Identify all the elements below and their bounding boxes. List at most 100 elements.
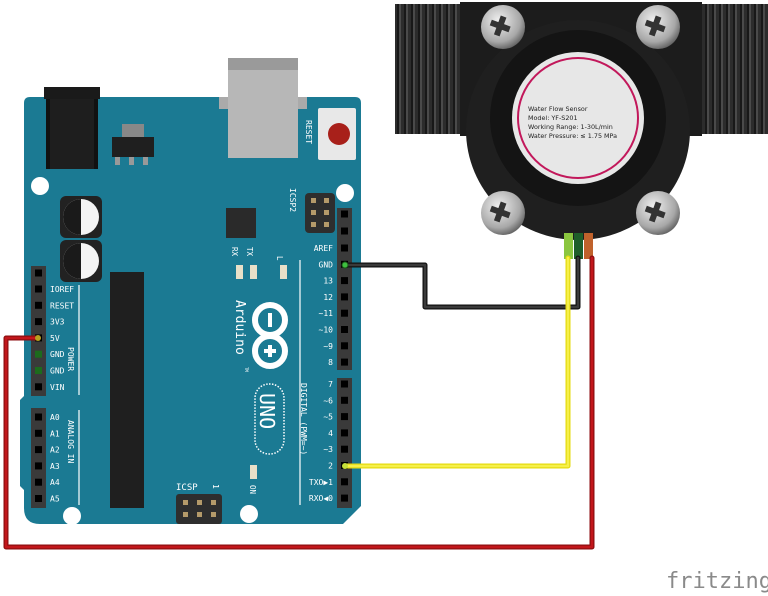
header-pin[interactable]	[35, 478, 42, 486]
arduino-board: RESET ICSP2 RX TX L ON	[20, 58, 361, 525]
pin-label: A4	[50, 478, 60, 487]
screw-icon	[481, 5, 525, 49]
5v-connection-dot	[35, 335, 41, 341]
header-pin[interactable]	[341, 244, 348, 252]
header-pin[interactable]	[35, 495, 42, 502]
pin-label: RESET	[50, 301, 74, 310]
pin-label: ~5	[323, 413, 333, 422]
sensor-lead-signal	[564, 233, 573, 259]
header-pin[interactable]	[35, 285, 42, 293]
header-pin[interactable]	[35, 350, 42, 358]
rx-label: RX	[230, 247, 239, 257]
pin-label: GND	[319, 260, 334, 269]
digital-header-low	[337, 378, 352, 508]
pin-label: AREF	[314, 244, 333, 253]
digital-group-label: DIGITAL (PWM=~)	[299, 383, 308, 455]
header-pin[interactable]	[341, 478, 348, 486]
header-pin[interactable]	[35, 318, 42, 326]
pin-label: A1	[50, 429, 60, 438]
header-pin[interactable]	[35, 383, 42, 391]
header-pin[interactable]	[341, 210, 348, 218]
pin-label: IOREF	[50, 285, 74, 294]
usb-connector	[219, 58, 307, 158]
sensor-text-pressure: Water Pressure: ≤ 1.75 MPa	[528, 132, 617, 140]
header-pin[interactable]	[35, 462, 42, 470]
analog-group-label: ANALOG IN	[66, 420, 75, 464]
pipe-thread-left	[395, 4, 465, 134]
gnd-connection-dot	[341, 261, 349, 269]
header-pin[interactable]	[35, 367, 42, 374]
model-name: UNO	[255, 393, 279, 429]
pin-label: GND	[50, 350, 65, 359]
on-label: ON	[248, 485, 257, 494]
header-pin[interactable]	[341, 309, 348, 317]
icsp2-label: ICSP2	[288, 188, 297, 212]
arduino-logo-icon	[252, 302, 288, 369]
brand-name: Arduino	[232, 300, 247, 355]
mounting-hole	[31, 177, 49, 195]
header-pin[interactable]	[341, 494, 348, 502]
header-pin[interactable]	[341, 396, 348, 404]
header-pin[interactable]	[341, 445, 348, 453]
pin-label: ~10	[319, 326, 334, 335]
header-pin[interactable]	[341, 342, 348, 350]
sensor-lead-power	[584, 233, 593, 259]
sensor-text-model: Model: YF-S201	[528, 114, 578, 122]
pin2-connection-dot	[342, 463, 348, 469]
pin-label: A2	[50, 446, 60, 455]
sensor-text-title: Water Flow Sensor	[528, 105, 588, 113]
atmega-chip	[110, 272, 144, 508]
header-pin[interactable]	[341, 429, 348, 437]
icsp-pin1-label: 1	[211, 484, 220, 489]
pin-label: GND	[50, 367, 65, 376]
mounting-hole	[240, 505, 258, 523]
header-pin[interactable]	[341, 413, 348, 421]
header-pin[interactable]	[35, 429, 42, 437]
wire-signal[interactable]	[343, 255, 571, 469]
header-pin[interactable]	[341, 277, 348, 285]
pin-label: A0	[50, 413, 60, 422]
pin-label: 12	[323, 293, 333, 302]
header-pin[interactable]	[35, 413, 42, 421]
on-led	[250, 465, 257, 479]
header-pin[interactable]	[341, 358, 348, 366]
mounting-hole	[336, 184, 354, 202]
pin-label: 7	[328, 380, 333, 389]
analog-header	[31, 408, 46, 508]
header-pin[interactable]	[35, 446, 42, 454]
header-pin[interactable]	[341, 326, 348, 333]
header-pin[interactable]	[341, 227, 348, 235]
header-pin[interactable]	[341, 293, 348, 301]
pin-label: RXO◀0	[309, 494, 333, 503]
header-pin[interactable]	[341, 380, 348, 388]
sensor-lead-ground	[574, 233, 583, 259]
pin-label: ~9	[323, 342, 333, 351]
header-pin[interactable]	[35, 301, 42, 309]
screw-icon	[636, 191, 680, 235]
pin-label: 8	[328, 358, 333, 367]
screw-icon	[481, 191, 525, 235]
pin-label: ~6	[323, 396, 333, 405]
capacitor	[60, 196, 102, 238]
usb-chip	[226, 208, 256, 238]
water-flow-sensor: Water Flow Sensor Model: YF-S201 Working…	[395, 2, 768, 259]
rx-led	[236, 265, 243, 279]
pin-label: A3	[50, 462, 60, 471]
tx-led	[250, 265, 257, 279]
icsp2-header	[305, 193, 335, 233]
pin-label: TXO▶1	[309, 478, 333, 487]
l-led	[280, 265, 287, 279]
uno-badge	[254, 383, 285, 455]
sensor-label-ring	[517, 57, 639, 179]
dc-power-jack	[44, 87, 100, 169]
icsp-header	[176, 494, 222, 524]
reset-button[interactable]	[318, 108, 356, 160]
pin-label: ~3	[323, 445, 333, 454]
pin-label: ~11	[319, 309, 334, 318]
pin-label: 13	[323, 277, 333, 286]
pin-label: 3V3	[50, 318, 65, 327]
pin-label: 4	[328, 429, 333, 438]
header-pin[interactable]	[35, 269, 42, 277]
pin-label: 5V	[50, 334, 60, 343]
